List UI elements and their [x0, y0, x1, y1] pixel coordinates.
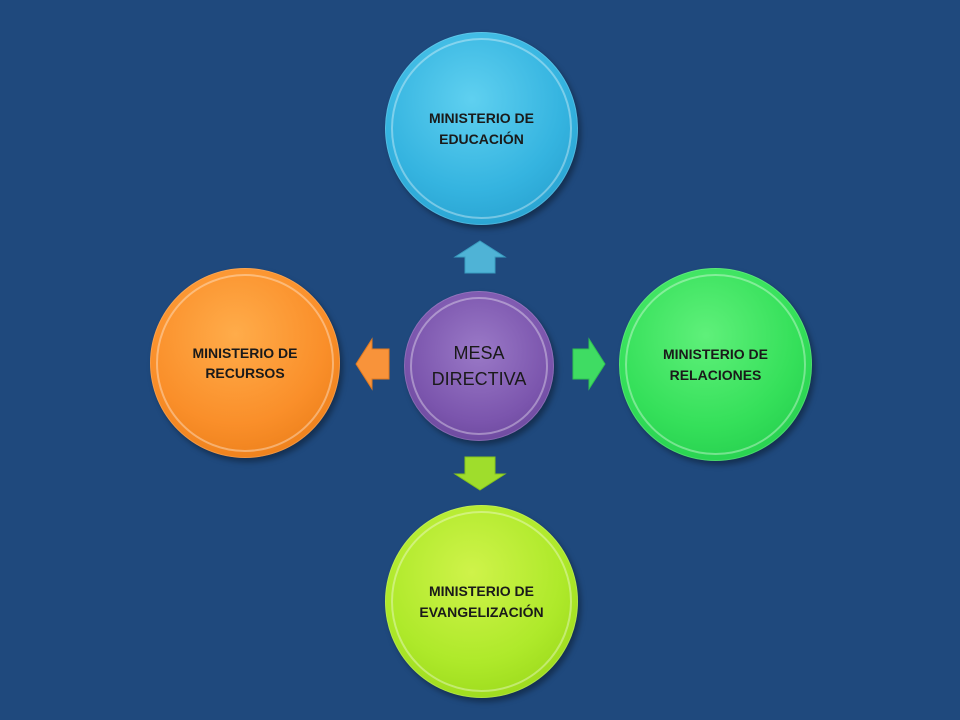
node-board-label: MESA DIRECTIVA — [431, 342, 527, 389]
node-resources: MINISTERIO DE RECURSOS — [150, 268, 340, 458]
node-education-label: MINISTERIO DE EDUCACIÓN — [428, 110, 534, 147]
node-evangelization-label: MINISTERIO DE EVANGELIZACIÓN — [419, 583, 544, 620]
node-resources-label: MINISTERIO DE RECURSOS — [192, 344, 298, 381]
node-relations-label: MINISTERIO DE RELACIONES — [662, 346, 768, 383]
node-board: MESA DIRECTIVA — [404, 291, 554, 441]
node-relations: MINISTERIO DE RELACIONES — [619, 268, 812, 461]
arrow-to-relations — [572, 337, 606, 391]
node-education: MINISTERIO DE EDUCACIÓN — [385, 32, 578, 225]
arrow-to-evangelization — [453, 456, 507, 491]
arrow-to-education — [453, 240, 507, 274]
node-evangelization: MINISTERIO DE EVANGELIZACIÓN — [385, 505, 578, 698]
arrow-to-resources — [355, 337, 390, 391]
